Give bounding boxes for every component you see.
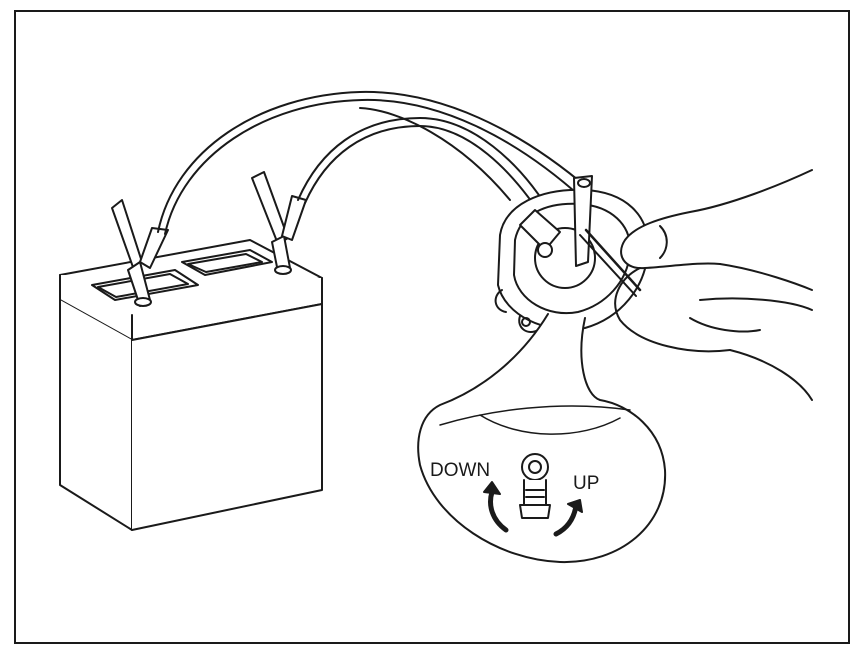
up-label: UP [573, 473, 599, 494]
down-label: DOWN [430, 460, 490, 481]
battery [59, 239, 323, 531]
detail-callout [417, 313, 667, 564]
hand [614, 169, 813, 401]
positive-clip [251, 171, 307, 275]
jumper-cables [157, 90, 591, 235]
negative-clip [111, 199, 169, 307]
